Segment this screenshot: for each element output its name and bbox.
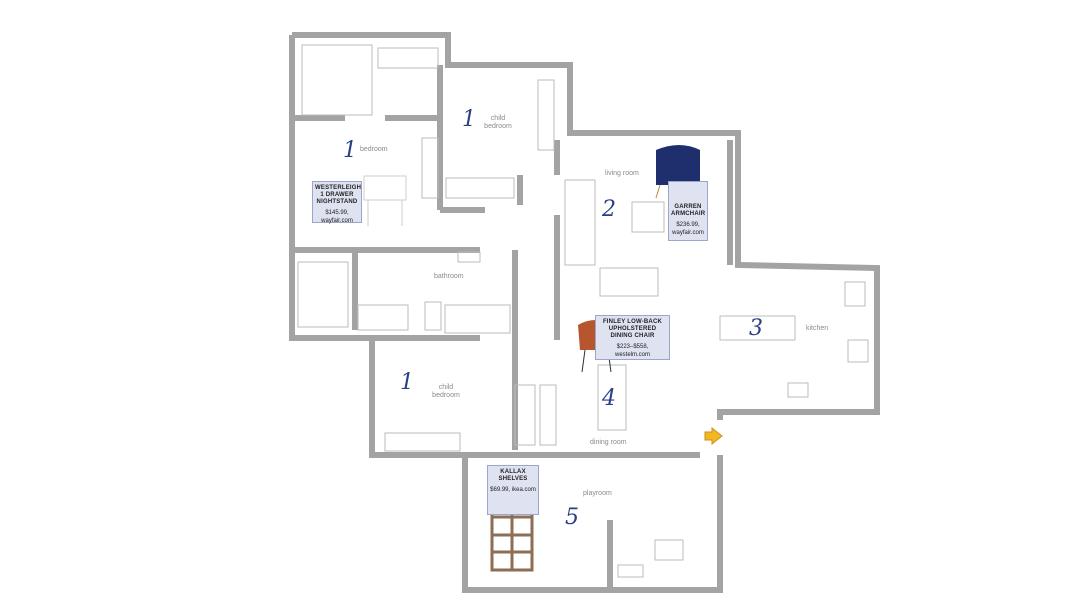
room-label-living-room: living room bbox=[605, 170, 639, 177]
room-label-bedroom: bedroom bbox=[360, 146, 388, 153]
product-card-nightstand: WESTERLEIGH 1 DRAWER NIGHTSTAND $145.99,… bbox=[312, 181, 362, 224]
nightstand-image bbox=[363, 175, 407, 226]
zone-number: 4 bbox=[602, 386, 616, 411]
product-card-kallax: KALLAX SHELVES $69.99, ikea.com bbox=[487, 465, 539, 515]
zone-number: 2 bbox=[602, 197, 616, 222]
product-price: $236.99, bbox=[676, 222, 700, 228]
furniture bbox=[297, 44, 869, 578]
product-name: FINLEY LOW-BACK UPHOLSTERED DINING CHAIR bbox=[602, 319, 663, 339]
entry-arrow-icon bbox=[704, 426, 723, 446]
room-label-bathroom: bathroom bbox=[434, 273, 464, 280]
product-store: wayfair.com bbox=[321, 218, 353, 224]
room-label-child-bedroom: child bedroom bbox=[432, 384, 460, 399]
zone-number: 1 bbox=[400, 370, 414, 395]
room-label-playroom: playroom bbox=[583, 490, 612, 497]
walls bbox=[289, 32, 880, 593]
zone-number: 1 bbox=[462, 107, 476, 132]
product-card-armchair: GARREN ARMCHAIR $236.99, wayfair.com bbox=[668, 181, 708, 241]
room-label-kitchen: kitchen bbox=[806, 325, 829, 332]
product-store: wayfair.com bbox=[672, 230, 704, 236]
product-name: KALLAX SHELVES bbox=[498, 469, 528, 482]
zone-number: 5 bbox=[565, 505, 579, 530]
product-price: $69.99, ikea.com bbox=[490, 487, 536, 493]
zone-number: 3 bbox=[749, 316, 763, 341]
product-card-dining-chair: FINLEY LOW-BACK UPHOLSTERED DINING CHAIR… bbox=[595, 315, 670, 360]
product-store: westelm.com bbox=[614, 352, 650, 358]
product-price: $223–$558, bbox=[616, 344, 649, 350]
product-price: $145.99, bbox=[325, 210, 349, 216]
room-label-dining-room: dining room bbox=[590, 439, 627, 446]
room-label-child-bedroom: child bedroom bbox=[484, 115, 512, 130]
product-name: WESTERLEIGH 1 DRAWER NIGHTSTAND bbox=[315, 185, 362, 205]
zone-number: 1 bbox=[343, 138, 357, 163]
product-name: GARREN ARMCHAIR bbox=[671, 204, 706, 217]
